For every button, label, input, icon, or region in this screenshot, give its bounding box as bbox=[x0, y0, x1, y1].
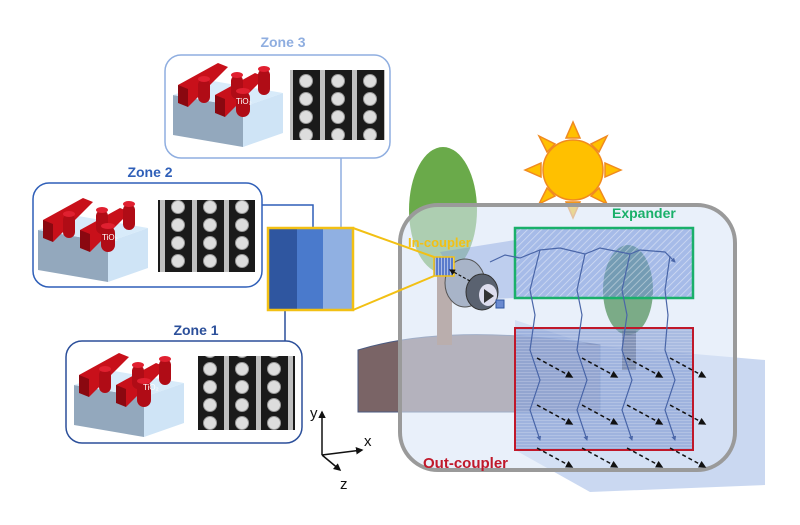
zone-1-stripe bbox=[268, 228, 297, 310]
expander-label: Expander bbox=[612, 205, 676, 221]
zone-2-label: Zone 2 bbox=[127, 164, 172, 180]
out-coupler-grating bbox=[514, 327, 694, 451]
zone-3-panel: Zone 3 TiO₂ bbox=[164, 34, 391, 159]
material-label: TiO₂ bbox=[102, 233, 118, 242]
zone-2-panel: Zone 2 TiO₂ bbox=[32, 164, 263, 288]
material-label: TiO₂ bbox=[236, 97, 252, 106]
expander-grating bbox=[513, 226, 695, 300]
zone-1-panel: Zone 1 TiO₂ bbox=[65, 322, 303, 444]
axis-y-label: y bbox=[310, 405, 318, 422]
zone-connectors bbox=[262, 158, 342, 341]
axis-z-label: z bbox=[340, 476, 348, 493]
sem-image bbox=[198, 356, 295, 430]
sem-image bbox=[290, 70, 385, 140]
sun-icon bbox=[523, 120, 623, 220]
in-coupler-label: In-coupler bbox=[408, 235, 471, 250]
zone-2-stripe bbox=[297, 228, 323, 310]
sem-image bbox=[158, 200, 255, 272]
axis-x-label: x bbox=[364, 433, 372, 450]
material-label: TiO₂ bbox=[143, 383, 159, 392]
in-coupler-grating bbox=[433, 256, 455, 277]
out-coupler-label: Out-coupler bbox=[423, 455, 508, 472]
zone-3-stripe bbox=[323, 228, 353, 310]
coordinate-axes bbox=[318, 410, 364, 471]
zone-3-label: Zone 3 bbox=[260, 34, 305, 50]
in-coupler-zoom-inset bbox=[266, 226, 435, 312]
zone-1-label: Zone 1 bbox=[173, 322, 218, 338]
light-ray-paths bbox=[489, 247, 677, 441]
